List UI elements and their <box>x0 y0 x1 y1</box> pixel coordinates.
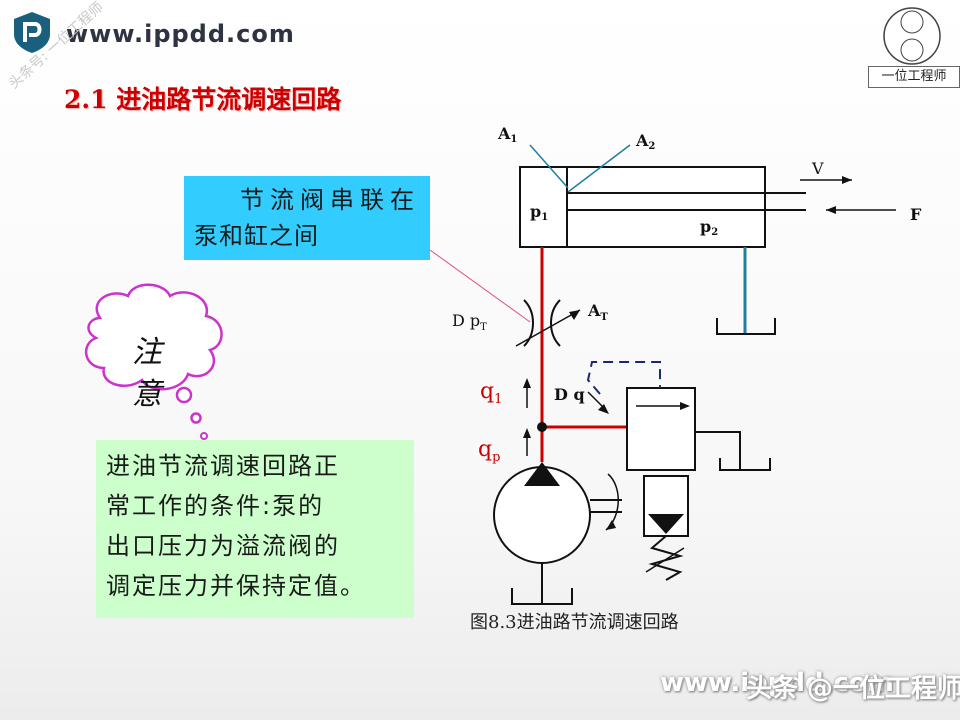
thought-bubble-3 <box>200 432 208 440</box>
thought-bubble-1 <box>175 386 193 404</box>
label-a1: A1 <box>497 124 517 145</box>
footer-watermark-author: 头条 @一位工程师 <box>746 674 960 704</box>
callout-line-1: 节流阀串联在 <box>240 186 420 214</box>
page-title: 2.1 进油路节流调速回路 <box>64 85 342 114</box>
throttle-valve-right <box>550 299 561 347</box>
label-v: V <box>811 159 824 178</box>
tank-relief <box>719 458 771 471</box>
note-cloud-text: 注 意 <box>132 332 162 416</box>
throttle-valve-left <box>523 299 534 347</box>
tank-cylinder <box>716 318 776 335</box>
site-url: www.ippdd.com <box>66 20 295 48</box>
footer-watermark-url: www.ippdd.com <box>660 668 894 698</box>
label-p1: p1 <box>530 202 548 223</box>
relief-drain-line <box>695 431 741 470</box>
shield-p-logo-icon <box>14 12 50 53</box>
thought-bubble-2 <box>190 412 202 424</box>
spring-icon <box>648 535 684 581</box>
tank-pump <box>511 588 573 605</box>
junction-dot <box>537 422 547 432</box>
label-a2: A2 <box>635 131 655 152</box>
condition-box: 进油节流调速回路正 常工作的条件:泵的 出口压力为溢流阀的 调定压力并保持定值。 <box>96 440 414 618</box>
label-q1: q1 <box>480 379 502 407</box>
pump-arrow-icon <box>524 462 560 486</box>
label-qp: qp <box>478 437 500 465</box>
cylinder-body <box>519 166 766 248</box>
condition-line-3: 出口压力为溢流阀的 <box>106 532 340 560</box>
brand-badge-icon <box>883 7 941 65</box>
callout-line-2: 泵和缸之间 <box>194 222 319 250</box>
label-f: F <box>910 205 922 224</box>
note-line-2: 意 <box>132 377 162 412</box>
condition-line-4: 调定压力并保持定值。 <box>106 572 366 600</box>
relief-pilot-line <box>586 361 661 395</box>
note-line-1: 注 <box>132 335 162 370</box>
figure-caption: 图8.3进油路节流调速回路 <box>470 612 679 633</box>
label-at: AT <box>587 301 608 323</box>
relief-valve-body <box>626 387 696 471</box>
label-dpt: D pT <box>452 311 487 333</box>
throttle-callout-box: 节流阀串联在 泵和缸之间 <box>184 176 430 260</box>
condition-line-1: 进油节流调速回路正 <box>106 452 340 480</box>
callout-leader-line <box>429 249 531 323</box>
throttle-adjust-arrow <box>515 309 581 347</box>
thought-cloud-shape <box>84 283 223 391</box>
condition-line-2: 常工作的条件:泵的 <box>106 492 325 520</box>
label-p2: p2 <box>700 217 718 238</box>
label-dq: D q <box>554 385 585 404</box>
